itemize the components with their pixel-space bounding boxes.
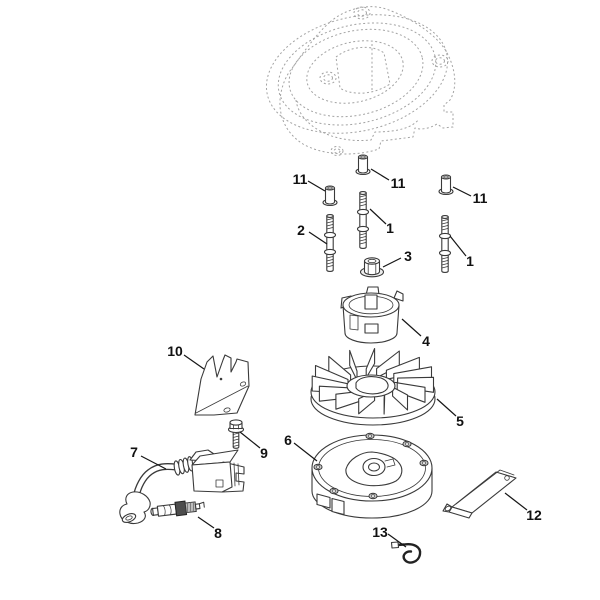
callout-1-center: 1 xyxy=(369,208,394,236)
callout-6: 6 xyxy=(284,432,318,462)
spark-plug xyxy=(150,500,205,517)
callout-11-left: 11 xyxy=(293,171,326,192)
part-number: 7 xyxy=(130,444,138,460)
callout-2: 2 xyxy=(297,222,328,245)
callout-12: 12 xyxy=(504,492,542,523)
ignition-module xyxy=(119,449,245,525)
screw xyxy=(227,419,245,449)
callout-10: 10 xyxy=(167,343,205,370)
callout-13: 13 xyxy=(372,524,407,548)
flywheel xyxy=(310,347,436,426)
part-number: 6 xyxy=(284,432,292,448)
plug-boot xyxy=(119,491,151,525)
hook-clip xyxy=(390,541,422,564)
starter-cup xyxy=(340,286,404,344)
part-number: 1 xyxy=(386,220,394,236)
part-number: 11 xyxy=(473,190,488,206)
callouts: 11 11 11 1 1 2 3 4 xyxy=(130,168,542,548)
bushing-right xyxy=(438,174,454,196)
callout-11-center: 11 xyxy=(370,168,406,191)
housing-screw-boss xyxy=(319,6,449,156)
callout-3: 3 xyxy=(382,248,412,268)
part-number: 3 xyxy=(404,248,412,264)
callout-7: 7 xyxy=(130,444,167,470)
callout-4: 4 xyxy=(401,318,430,349)
wedge-tool xyxy=(442,469,517,519)
part-number: 10 xyxy=(167,343,183,359)
fan-housing-phantom xyxy=(265,6,456,156)
part-number: 2 xyxy=(297,222,305,238)
part-number: 8 xyxy=(214,525,222,541)
callout-1-right: 1 xyxy=(449,235,474,269)
stud-right xyxy=(438,215,452,273)
bushing-center xyxy=(355,154,371,176)
part-number: 4 xyxy=(422,333,430,349)
part-number: 12 xyxy=(526,507,542,523)
part-number: 5 xyxy=(456,413,464,429)
part-number: 13 xyxy=(372,524,388,540)
flange-nut xyxy=(359,257,385,278)
part-number: 9 xyxy=(260,445,268,461)
callout-8: 8 xyxy=(197,516,222,541)
callout-11-right: 11 xyxy=(452,186,488,206)
callout-9: 9 xyxy=(239,431,268,461)
bushing-left xyxy=(322,185,338,207)
bracket xyxy=(194,354,250,416)
flywheel-cover xyxy=(311,432,433,519)
cover-screw-boss xyxy=(313,432,429,500)
stud-center xyxy=(356,191,370,249)
callout-5: 5 xyxy=(436,398,464,429)
part-number: 1 xyxy=(466,253,474,269)
part-number: 11 xyxy=(391,175,406,191)
part-number: 11 xyxy=(293,171,308,187)
